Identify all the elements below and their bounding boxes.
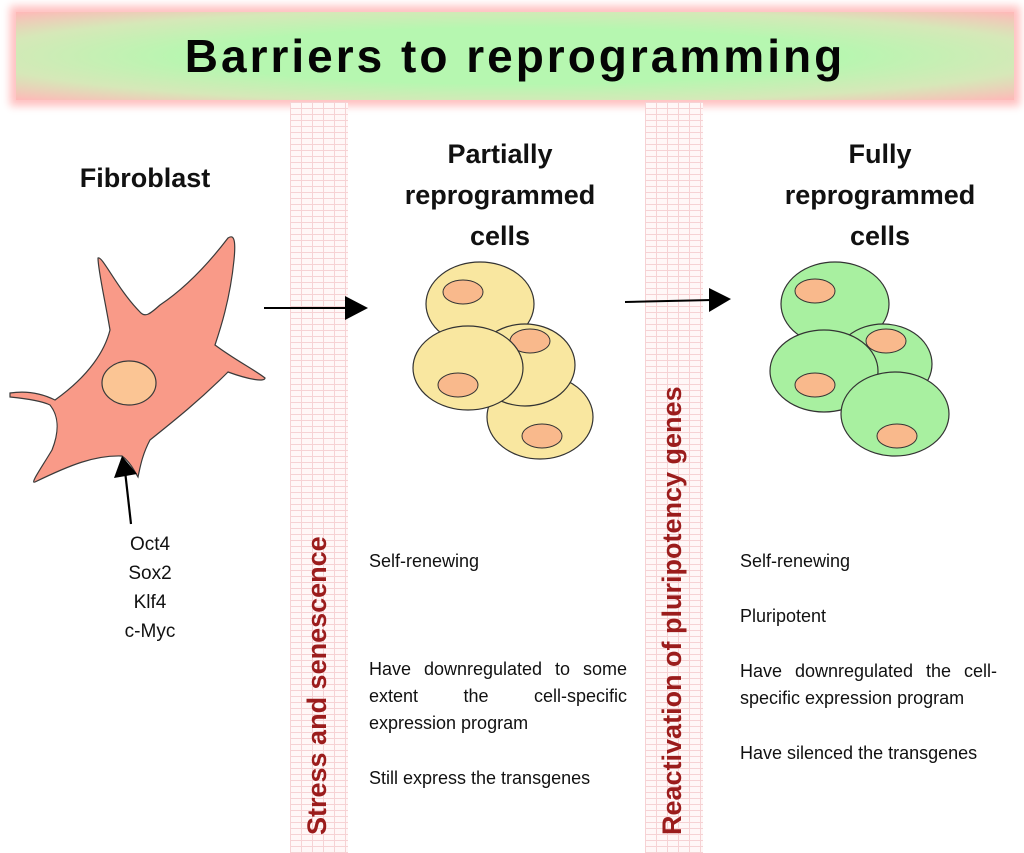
full-stage-title: Fully reprogrammed cells — [745, 134, 1015, 257]
factor-oct4: Oct4 — [129, 534, 171, 555]
full-nucleus — [794, 278, 836, 304]
diagram-title: Barriers to reprogramming — [184, 30, 846, 82]
partial-cell — [412, 325, 524, 411]
barrier-stress-senescence: Stress and senescence — [290, 102, 348, 853]
full-cell — [840, 371, 950, 457]
property-item: Self-renewing — [740, 551, 851, 571]
factor-arrowhead — [114, 456, 137, 478]
property-item: Have silenced the transgenes — [740, 743, 978, 763]
barrier-pluripotency-reactivation: Reactivation of pluripotency genes — [645, 102, 703, 853]
full-properties: Self-renewing Pluripotent Have downregul… — [740, 548, 997, 795]
title-banner: Barriers to reprogramming — [16, 12, 1014, 100]
property-item: Have downregulated the cell-specific exp… — [740, 661, 997, 708]
fibroblast-nucleus — [101, 360, 157, 406]
fibroblast-title: Fibroblast — [79, 163, 211, 193]
full-nucleus — [794, 372, 836, 398]
reprogramming-factors: Oct4 Sox2 Klf4 c-Myc — [100, 530, 200, 646]
partial-properties: Self-renewing Have downregulated to some… — [369, 548, 627, 792]
full-nucleus — [865, 328, 907, 354]
title-line: Fully — [848, 139, 912, 169]
full-nucleus — [876, 423, 918, 449]
title-line: reprogrammed — [404, 180, 596, 210]
title-line: cells — [469, 221, 531, 251]
factor-sox2: Sox2 — [128, 563, 172, 584]
property-item: Self-renewing — [369, 551, 480, 571]
partial-nucleus — [521, 423, 563, 449]
arrow-to-full-line — [624, 299, 713, 303]
full-cell-cluster — [769, 261, 950, 457]
partial-nucleus — [437, 372, 479, 398]
title-line: reprogrammed — [784, 180, 976, 210]
title-line: Partially — [447, 139, 553, 169]
title-line: cells — [849, 221, 911, 251]
property-item: Still express the transgenes — [369, 768, 591, 788]
factor-klf4: Klf4 — [133, 592, 167, 613]
fibroblast-cell — [9, 236, 266, 483]
fibroblast-body — [9, 236, 266, 483]
arrow-to-full-head — [709, 288, 731, 312]
arrow-to-partial-head — [345, 296, 368, 320]
factor-c-myc: c-Myc — [124, 621, 176, 642]
property-item: Have downregulated to some extent the ce… — [369, 659, 627, 733]
property-item: Pluripotent — [740, 606, 827, 626]
partial-nucleus — [442, 279, 484, 305]
partial-cell-cluster — [412, 261, 594, 460]
partial-stage-title: Partially reprogrammed cells — [370, 134, 630, 257]
